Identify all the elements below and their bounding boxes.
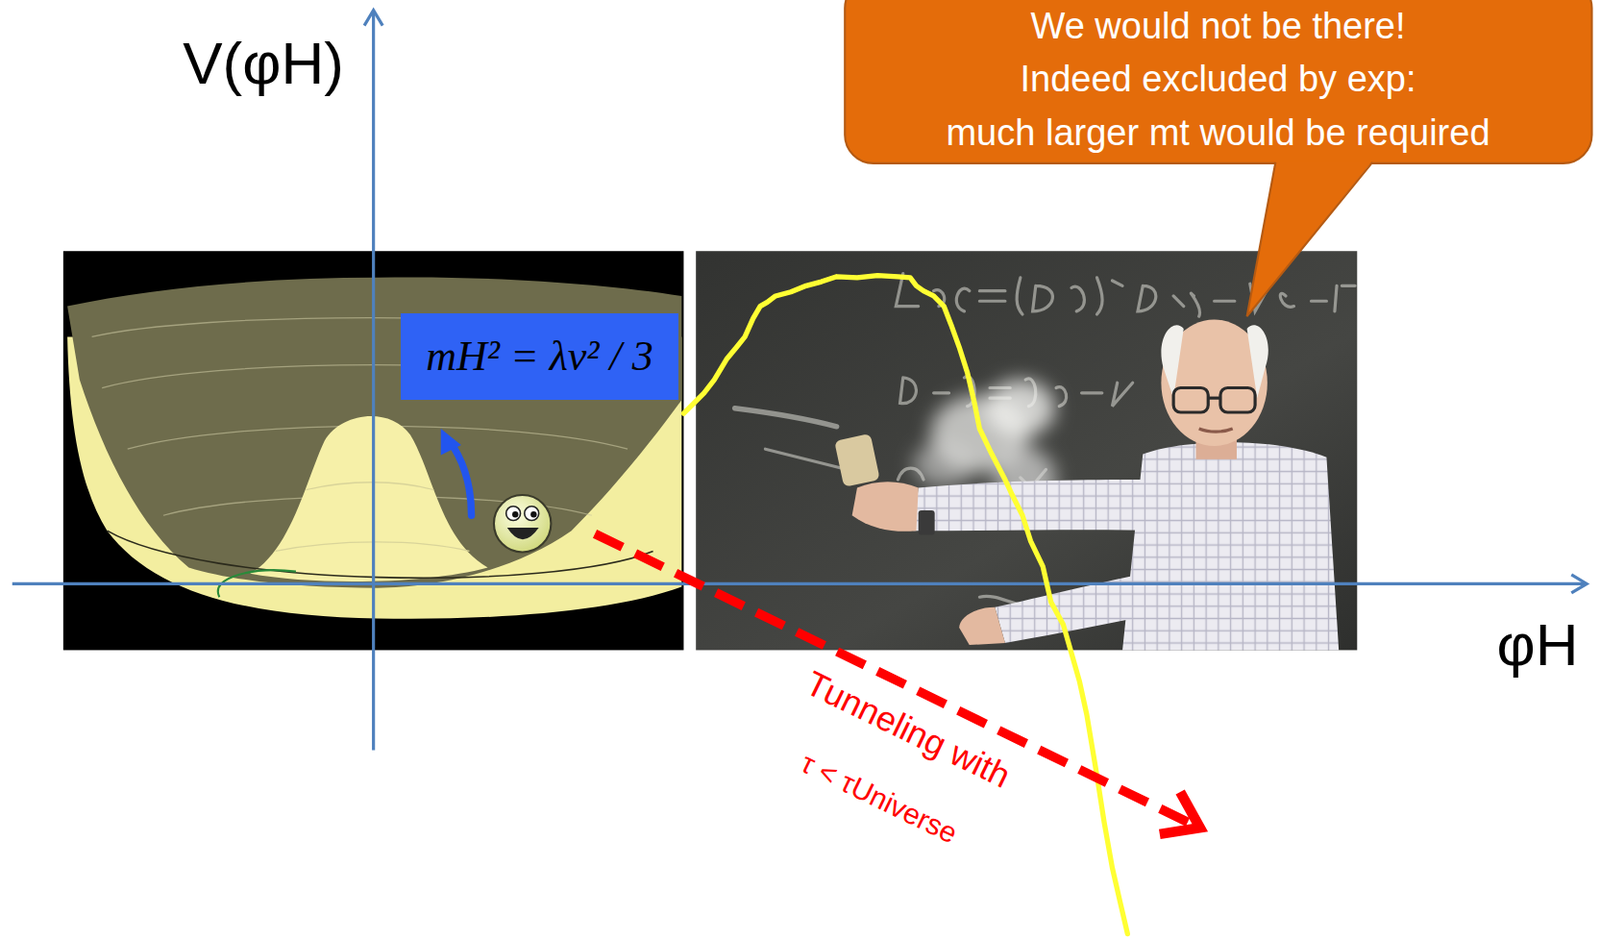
- smiley-pupil: [512, 511, 518, 517]
- chalk-piece: [834, 433, 881, 488]
- formula-text: mH² = λv² / 3: [425, 333, 653, 380]
- smiley-eye: [524, 506, 540, 521]
- hand: [852, 481, 919, 532]
- callout-text: Indeed excluded by exp:: [1020, 52, 1417, 106]
- watch: [918, 510, 936, 535]
- blackboard-photo: [695, 250, 1357, 650]
- potential-curve: [683, 275, 1128, 935]
- callout-tail-outline: [1247, 162, 1374, 317]
- callout-tail: [1247, 161, 1374, 317]
- lower-arm-sleeve: [994, 571, 1163, 643]
- glasses: [1173, 388, 1208, 413]
- photo-ground: [695, 250, 1357, 650]
- axis-title: V(φH): [182, 30, 345, 97]
- axis-arrowhead: [1571, 574, 1587, 593]
- contour-line: [306, 482, 435, 491]
- callout-box: We would not be there!Indeed excluded by…: [844, 0, 1592, 164]
- callout-text: We would not be there!: [1030, 0, 1405, 53]
- y-axis: [371, 11, 375, 751]
- mouth: [1199, 428, 1233, 432]
- hand: [959, 607, 1006, 645]
- formula-box: mH² = λv² / 3: [400, 313, 679, 400]
- tunneling-arrowhead: [1159, 791, 1201, 835]
- shirt: [1122, 442, 1339, 650]
- axis-title: φH: [1497, 612, 1579, 678]
- glasses: [1220, 388, 1256, 413]
- central-hump: [249, 416, 488, 582]
- x-axis: [12, 582, 1585, 586]
- smiley-mouth: [507, 527, 540, 540]
- axes: [12, 10, 1587, 751]
- upper-arm-sleeve: [912, 479, 1163, 531]
- smiley-pupil: [530, 511, 537, 517]
- smiley-ball: [493, 494, 551, 552]
- push-arrow: [448, 441, 471, 517]
- glasses-bridge: [1207, 396, 1221, 400]
- push-arrowhead: [441, 428, 462, 456]
- tunneling-arrow: [594, 533, 1189, 823]
- callout-shape: [844, 0, 1592, 164]
- head: [1160, 319, 1267, 446]
- smiley-eye: [506, 506, 521, 521]
- axis-arrowhead: [364, 10, 383, 26]
- trough-line: [106, 530, 653, 578]
- callout-text: much larger mt would be required: [945, 106, 1490, 160]
